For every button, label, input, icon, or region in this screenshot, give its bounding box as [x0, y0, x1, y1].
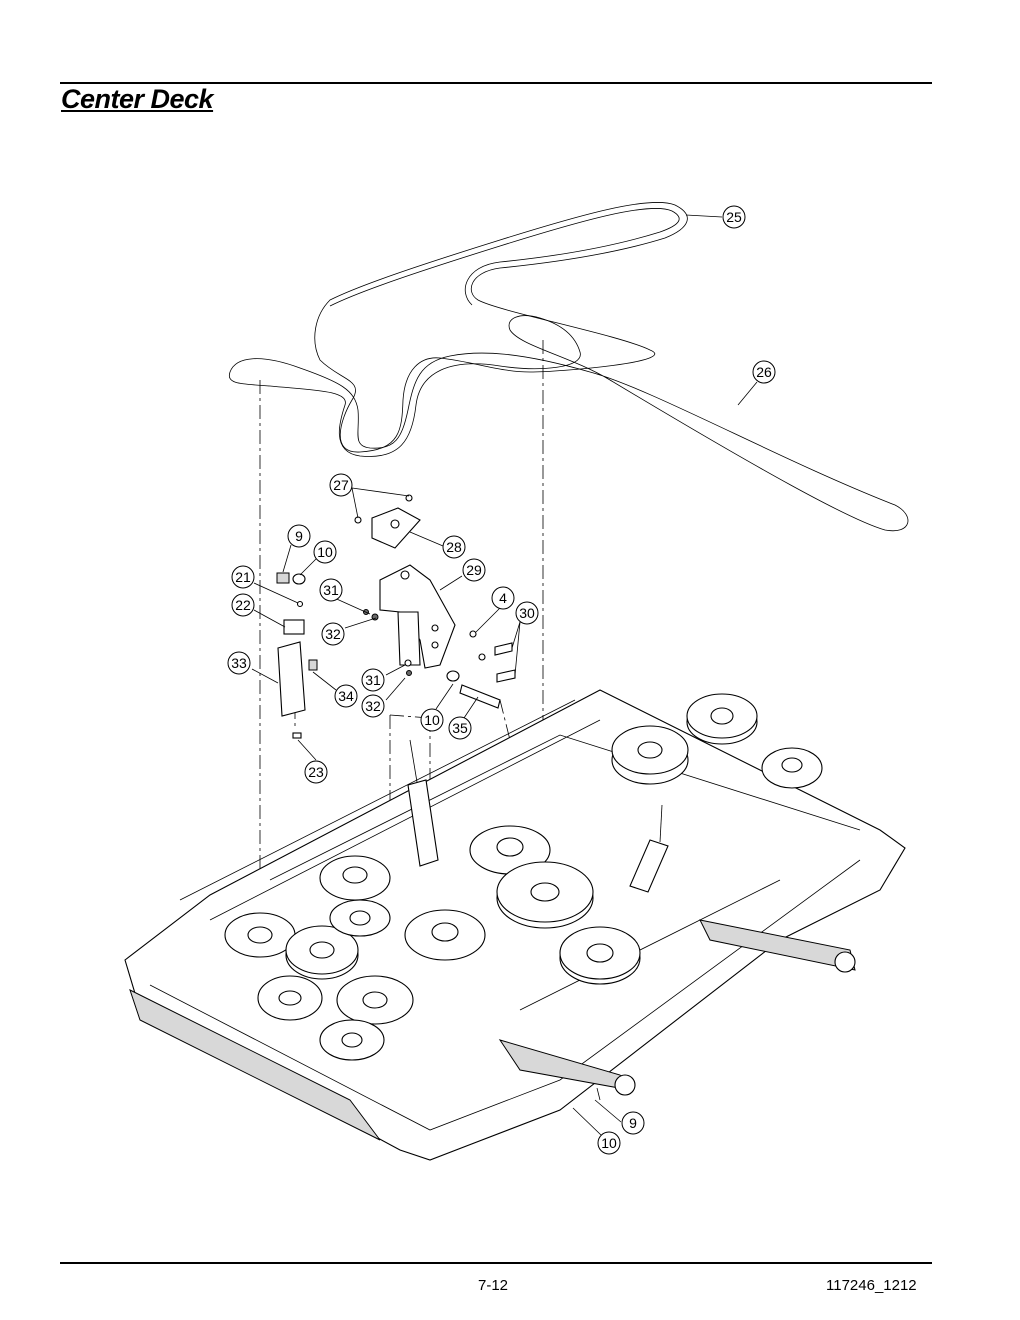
- pulley: [319, 855, 391, 901]
- callout-label: 23: [308, 764, 324, 780]
- callout-29: 29: [462, 558, 486, 582]
- callout-label: 31: [323, 582, 339, 598]
- washer-4: [469, 630, 477, 638]
- belt-26: [228, 315, 909, 532]
- bolt-30: [496, 669, 516, 683]
- callout-label: 31: [365, 672, 381, 688]
- callout-9: 9: [287, 524, 311, 548]
- washer-4: [478, 653, 486, 661]
- clip-34: [308, 659, 318, 671]
- callout-10: 10: [313, 540, 337, 564]
- callout-25: 25: [722, 205, 746, 229]
- leader-lines: [251, 214, 758, 1136]
- callout-34: 34: [334, 684, 358, 708]
- pulley: [285, 925, 359, 980]
- bolt-30: [494, 642, 513, 656]
- pulley: [336, 975, 414, 1025]
- callout-28: 28: [442, 535, 466, 559]
- idler-bracket-28: [354, 494, 421, 549]
- pulleys: [224, 693, 823, 1061]
- document-number: 117246_1212: [826, 1277, 917, 1294]
- pulley: [496, 861, 594, 929]
- nut-23: [292, 732, 302, 739]
- callout-label: 4: [499, 590, 507, 606]
- screw-21: [296, 600, 304, 608]
- callout-label: 25: [726, 209, 742, 225]
- callout-label: 10: [317, 544, 333, 560]
- washer-31: [404, 659, 412, 667]
- belt-25: [314, 202, 688, 453]
- callout-33: 33: [227, 651, 251, 675]
- callout-30: 30: [515, 601, 539, 625]
- callout-label: 21: [235, 569, 251, 585]
- callout-10: 10: [420, 708, 444, 732]
- callout-31: 31: [319, 578, 343, 602]
- callout-label: 10: [601, 1135, 617, 1151]
- callout-label: 29: [466, 562, 482, 578]
- pulley: [686, 693, 758, 745]
- callout-label: 34: [338, 688, 354, 704]
- switch-22: [283, 619, 305, 635]
- callout-label: 9: [295, 528, 303, 544]
- callout-32: 32: [321, 622, 345, 646]
- callout-label: 22: [235, 597, 251, 613]
- callout-label: 35: [452, 720, 468, 736]
- callout-26: 26: [752, 360, 776, 384]
- pulley: [559, 926, 641, 985]
- callout-27: 27: [329, 473, 353, 497]
- callout-32: 32: [361, 694, 385, 718]
- nut-9: [276, 572, 290, 584]
- callout-label: 26: [756, 364, 772, 380]
- callout-9: 9: [621, 1111, 645, 1135]
- callout-35: 35: [448, 716, 472, 740]
- pulley: [761, 747, 823, 789]
- pulley: [224, 912, 296, 958]
- washer-10: [446, 670, 460, 682]
- callout-label: 28: [446, 539, 462, 555]
- pulley: [329, 899, 391, 937]
- shoulder-bolt-35: [459, 684, 501, 709]
- callout-10: 10: [597, 1131, 621, 1155]
- callout-22: 22: [231, 593, 255, 617]
- callout-label: 32: [365, 698, 381, 714]
- idler-arm-29: [379, 564, 456, 669]
- callout-label: 9: [629, 1115, 637, 1131]
- callout-21: 21: [231, 565, 255, 589]
- callout-23: 23: [304, 760, 328, 784]
- callout-label: 27: [333, 477, 349, 493]
- page-title: Center Deck: [61, 84, 214, 114]
- pulley: [404, 909, 486, 961]
- washer-10: [292, 573, 306, 585]
- callout-label: 30: [519, 605, 535, 621]
- switch-bracket-33: [277, 600, 318, 739]
- pulley: [319, 1019, 385, 1061]
- pulley: [469, 825, 551, 875]
- callout-31: 31: [361, 668, 385, 692]
- tension-springs: [407, 739, 669, 893]
- pulley: [611, 725, 689, 785]
- top-rule: [60, 82, 932, 84]
- callout-label: 10: [424, 712, 440, 728]
- callout-label: 32: [325, 626, 341, 642]
- bottom-rule: [60, 1262, 932, 1264]
- bolt-27: [405, 494, 413, 502]
- pulley: [257, 975, 323, 1021]
- washer-32: [406, 670, 412, 676]
- callout-label: 33: [231, 655, 247, 671]
- page-number: 7-12: [478, 1277, 509, 1294]
- callout-4: 4: [491, 586, 515, 610]
